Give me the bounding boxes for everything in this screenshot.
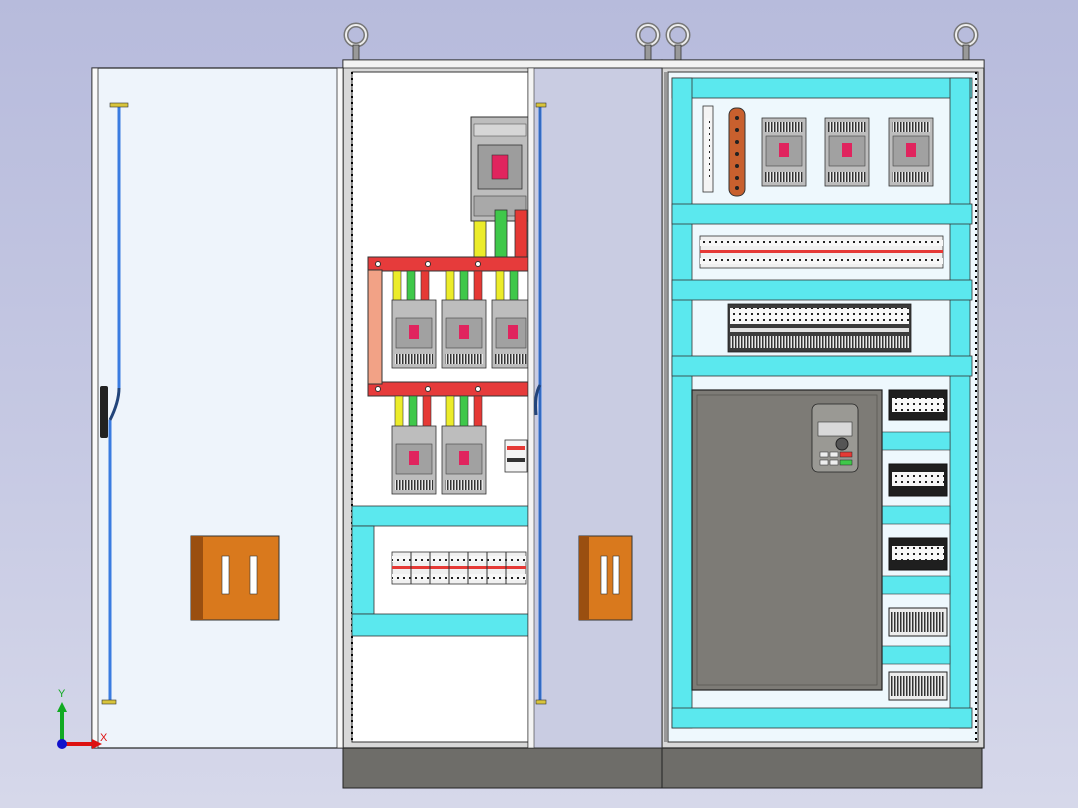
feeder-breaker[interactable] (441, 395, 487, 495)
vfd-drive[interactable] (691, 389, 883, 691)
axis-triad: Y X (48, 688, 108, 752)
main-breaker[interactable] (470, 116, 530, 222)
terminal-row[interactable] (727, 303, 912, 353)
din-rails-left (351, 505, 529, 637)
relay-module[interactable] (888, 389, 948, 421)
left-cabinet[interactable] (351, 71, 530, 743)
relay-module[interactable] (888, 671, 948, 701)
inner-door-panel[interactable] (527, 67, 663, 749)
plinth-left (342, 745, 663, 789)
feeder-breaker[interactable] (391, 270, 437, 369)
relay-module[interactable] (888, 463, 948, 497)
lifting-eye (343, 22, 369, 62)
breaker[interactable] (824, 117, 870, 187)
breaker[interactable] (761, 117, 807, 187)
y-axis-label: Y (58, 688, 66, 700)
lifting-eye (665, 22, 691, 62)
relay-block[interactable] (504, 439, 528, 473)
relay-module[interactable] (888, 607, 948, 637)
plinths (342, 745, 983, 789)
terminal-row[interactable] (699, 235, 944, 269)
breaker[interactable] (888, 117, 934, 187)
lifting-eyes (343, 22, 979, 62)
door-locking-rod (100, 102, 129, 705)
feeder-breaker[interactable] (441, 270, 487, 369)
lifting-eye (635, 22, 661, 62)
door-handle-inner[interactable] (578, 535, 633, 621)
feeder-breaker[interactable] (391, 395, 437, 495)
right-cabinet[interactable] (664, 71, 979, 743)
left-door[interactable] (91, 67, 344, 749)
x-axis-label: X (100, 732, 108, 744)
lifting-eye (953, 22, 979, 62)
axis-triad-graphic (57, 702, 102, 749)
plinth-right (661, 745, 983, 789)
ground-bar (702, 105, 746, 197)
terminal-blocks-left[interactable] (391, 551, 527, 585)
door-handle[interactable] (190, 535, 280, 621)
relay-module[interactable] (888, 537, 948, 571)
din-rails-right (671, 77, 973, 729)
vfd-keypad[interactable] (811, 403, 859, 473)
feeder-breaker[interactable] (491, 270, 529, 369)
